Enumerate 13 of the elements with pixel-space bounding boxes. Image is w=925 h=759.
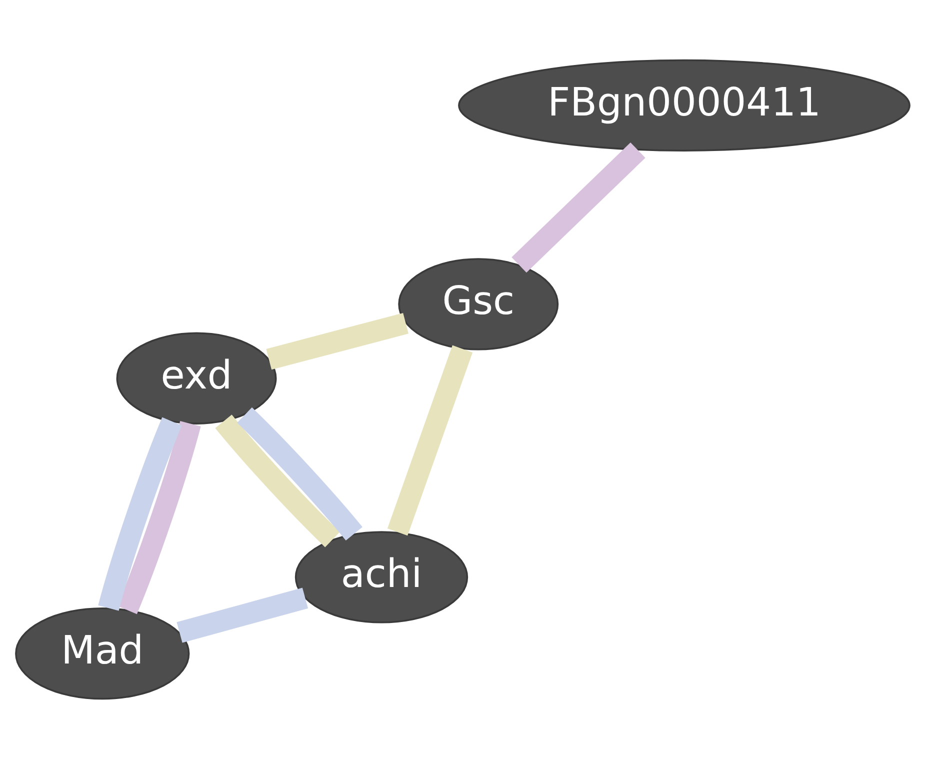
node-ellipse: Gsc [398, 258, 559, 350]
connector [215, 414, 340, 548]
connector [237, 407, 362, 541]
connector [512, 142, 646, 273]
connector [266, 312, 408, 370]
connector [98, 417, 182, 611]
connector [176, 588, 308, 643]
node-ellipse: Mad [15, 608, 190, 700]
node-ellipse: FBgn0000411 [458, 59, 910, 152]
node-ellipse: exd [116, 332, 277, 424]
connector [387, 345, 473, 536]
node-ellipse: achi [294, 531, 468, 624]
connector [117, 420, 201, 614]
